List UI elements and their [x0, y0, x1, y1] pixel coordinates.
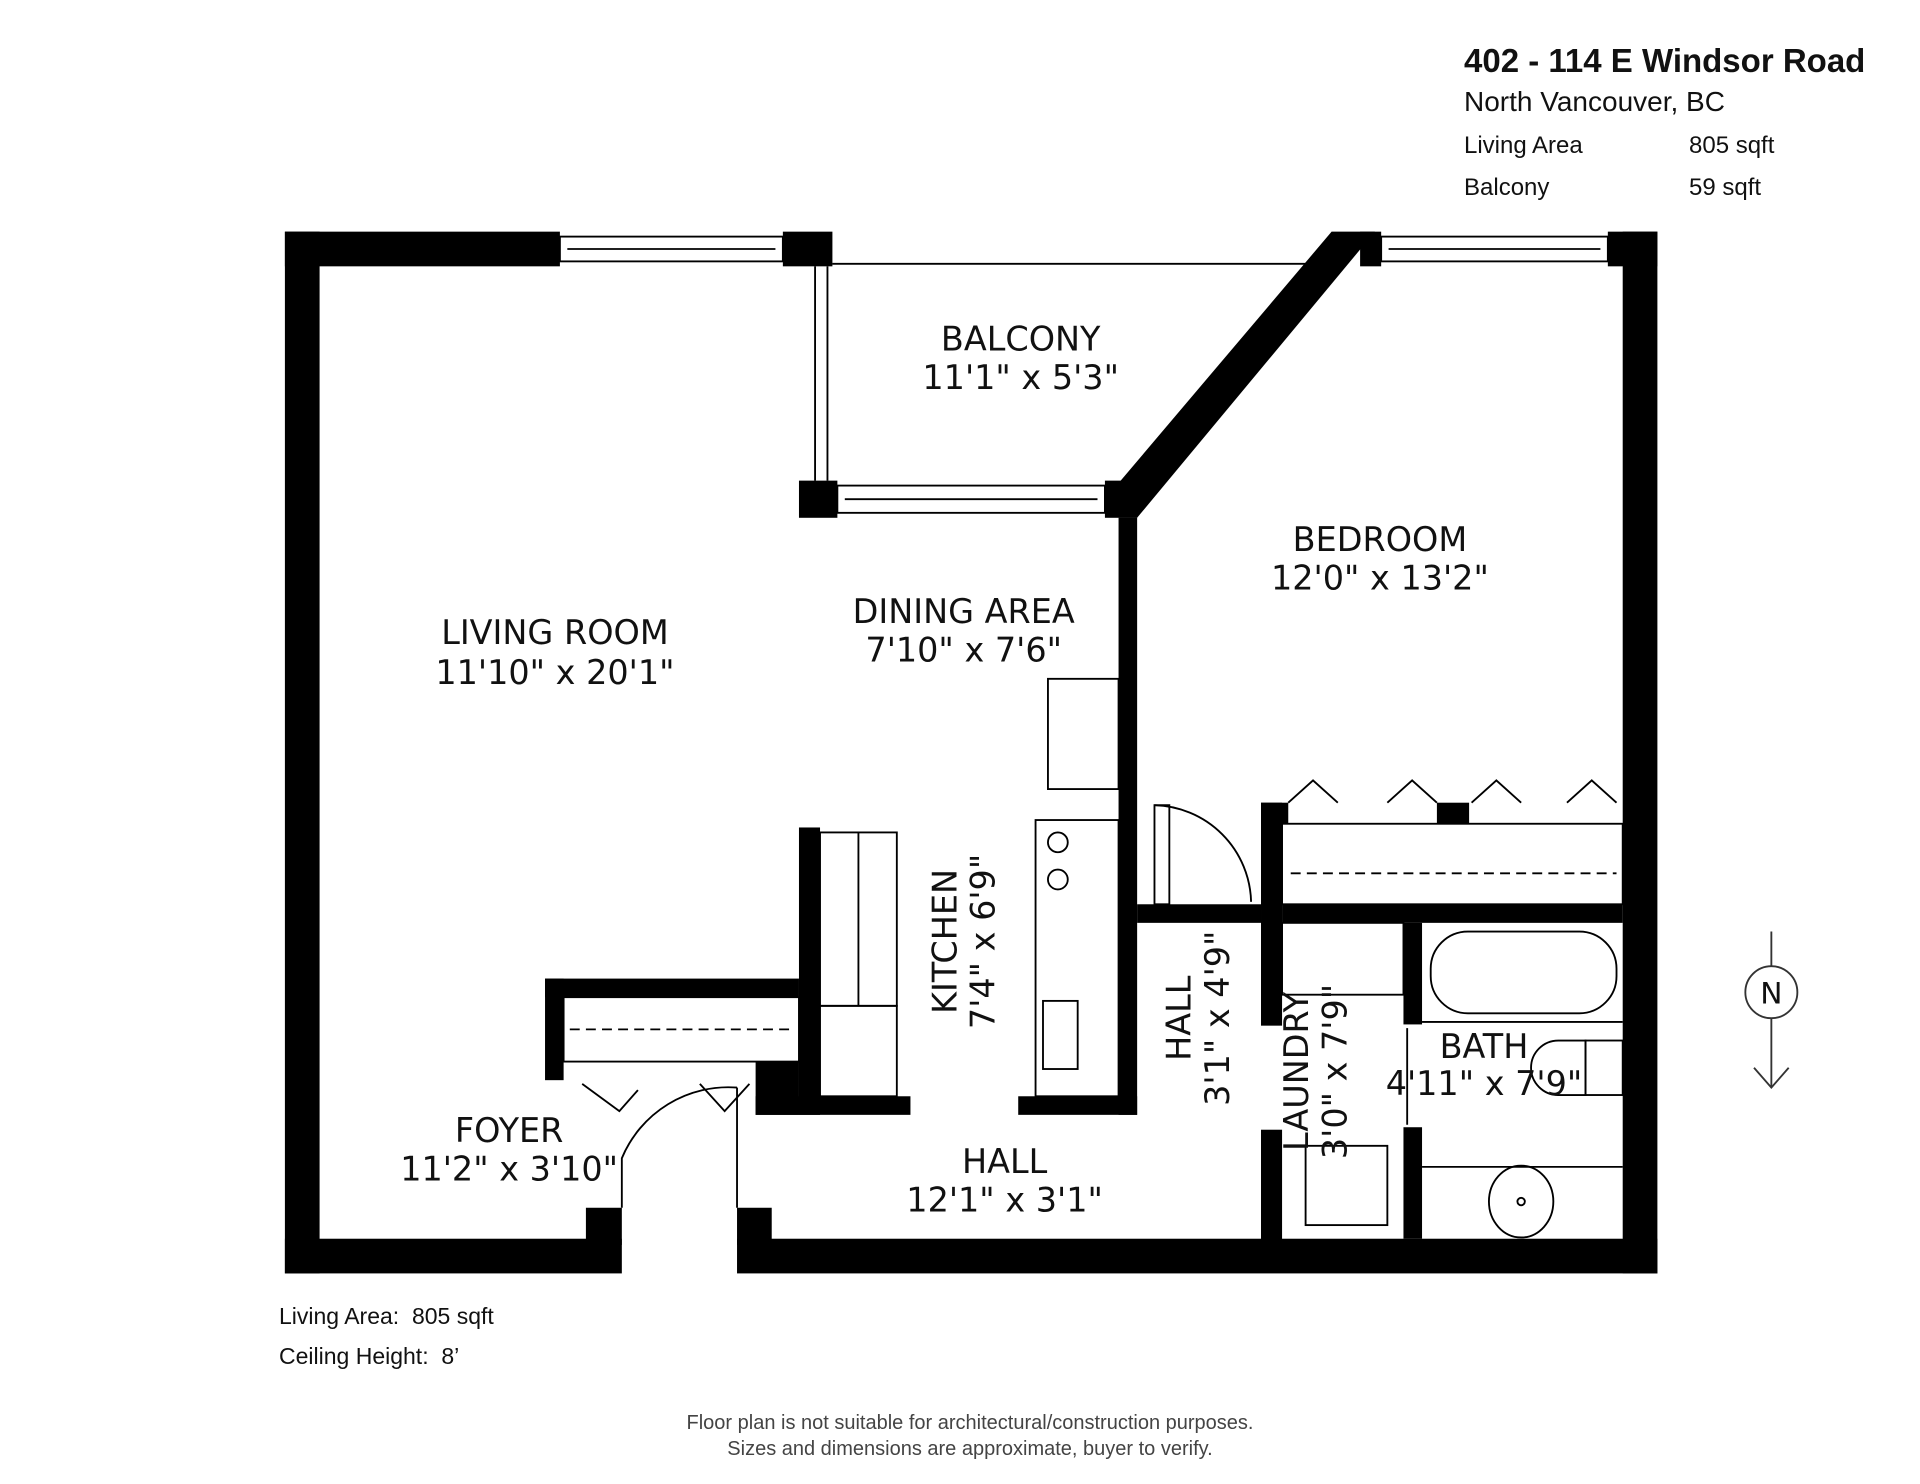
compass: N [1744, 931, 1799, 1090]
hall-vertical-name: HALL [1159, 975, 1198, 1061]
bath-dims: 4'11" x 7'9" [1386, 1064, 1583, 1103]
bedroom-name: BEDROOM [1293, 520, 1468, 559]
balcony-name: BALCONY [941, 320, 1101, 359]
disclaimer-line-2: Sizes and dimensions are approximate, bu… [727, 1438, 1213, 1460]
compass-north-label: N [1760, 976, 1782, 1011]
city: North Vancouver, BC [1464, 86, 1725, 117]
disclaimer: Floor plan is not suitable for architect… [0, 1410, 1920, 1462]
hall-vertical-dims: 3'1" x 4'9" [1198, 931, 1237, 1106]
foyer-name: FOYER [455, 1111, 564, 1150]
stat-value: 805 sqft [1689, 132, 1775, 159]
laundry-dims: 3'0" x 7'9" [1315, 984, 1354, 1159]
plan-summary: Living Area: 805 sqft Ceiling Height: 8’ [279, 1296, 494, 1376]
walls [284, 231, 1658, 1274]
dining-name: DINING AREA [853, 592, 1075, 631]
address: 402 - 114 E Windsor Road [1464, 42, 1866, 79]
fixtures [558, 235, 1624, 1239]
stat-label: Balcony [1464, 174, 1550, 201]
kitchen-name: KITCHEN [925, 869, 964, 1014]
bath-name: BATH [1440, 1027, 1529, 1066]
dining-dims: 7'10" x 7'6" [865, 630, 1062, 669]
hall-horizontal-name: HALL [962, 1142, 1048, 1181]
property-header: 402 - 114 E Windsor Road North Vancouver… [1464, 42, 1865, 202]
hall-horizontal-dims: 12'1" x 3'1" [906, 1180, 1103, 1219]
stat-label: Living Area [1464, 132, 1583, 159]
bedroom-dims: 12'0" x 13'2" [1271, 559, 1489, 598]
kitchen-dims: 7'4" x 6'9" [964, 854, 1003, 1029]
balcony-dims: 11'1" x 5'3" [922, 358, 1119, 397]
stat-balcony: Balcony 59 sqft [1464, 174, 1865, 202]
ceiling-height-note: Ceiling Height: 8’ [279, 1343, 460, 1369]
room-labels: BALCONY 11'1" x 5'3" BEDROOM 12'0" x 13'… [400, 320, 1582, 1220]
disclaimer-line-1: Floor plan is not suitable for architect… [686, 1412, 1254, 1434]
stat-value: 59 sqft [1689, 174, 1762, 201]
living-area-note: Living Area: 805 sqft [279, 1303, 494, 1329]
living-dims: 11'10" x 20'1" [435, 653, 674, 692]
stat-living-area: Living Area 805 sqft [1464, 132, 1865, 160]
laundry-name: LAUNDRY [1277, 991, 1316, 1151]
foyer-dims: 11'2" x 3'10" [400, 1150, 618, 1189]
living-name: LIVING ROOM [441, 613, 669, 652]
